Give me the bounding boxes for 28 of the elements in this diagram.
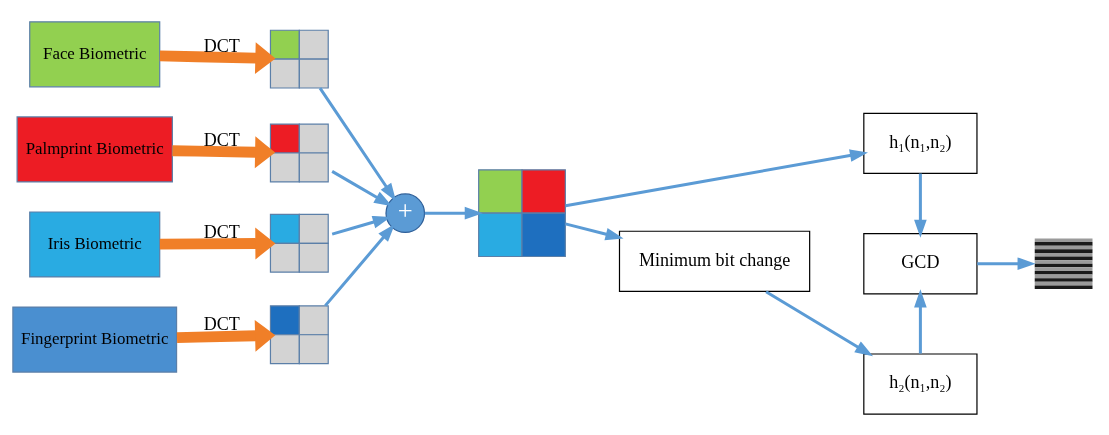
node-box: Iris Biometric xyxy=(29,210,161,278)
node-box: Face Biometric xyxy=(29,20,161,87)
node-box: Palmprint Biometric xyxy=(16,115,173,182)
arrow xyxy=(914,288,927,354)
arrow xyxy=(324,223,395,307)
arrow xyxy=(176,319,276,352)
arrow xyxy=(159,41,276,74)
edge-label: DCT xyxy=(203,313,240,334)
edge-label: DCT xyxy=(203,221,240,242)
node-circle: + xyxy=(385,192,426,233)
node-box: h₂(n₁,n₂) xyxy=(863,352,978,415)
edge-label: DCT xyxy=(203,35,240,56)
arrow xyxy=(159,227,276,259)
arrow xyxy=(765,289,874,356)
arrow xyxy=(331,215,391,236)
arrow xyxy=(565,148,868,207)
node-box: GCD xyxy=(863,232,978,294)
arrow xyxy=(914,173,927,238)
arrow xyxy=(565,221,624,240)
edge-label: DCT xyxy=(203,129,240,150)
arrow xyxy=(424,206,483,220)
arrow xyxy=(172,135,276,168)
node-box: Fingerprint Biometric xyxy=(12,305,178,373)
arrow xyxy=(318,86,397,201)
arrow xyxy=(977,256,1036,270)
node-box: h₁(n₁,n₂) xyxy=(863,112,978,174)
node-box: Minimum bit change xyxy=(618,230,811,292)
arrow xyxy=(331,169,393,206)
